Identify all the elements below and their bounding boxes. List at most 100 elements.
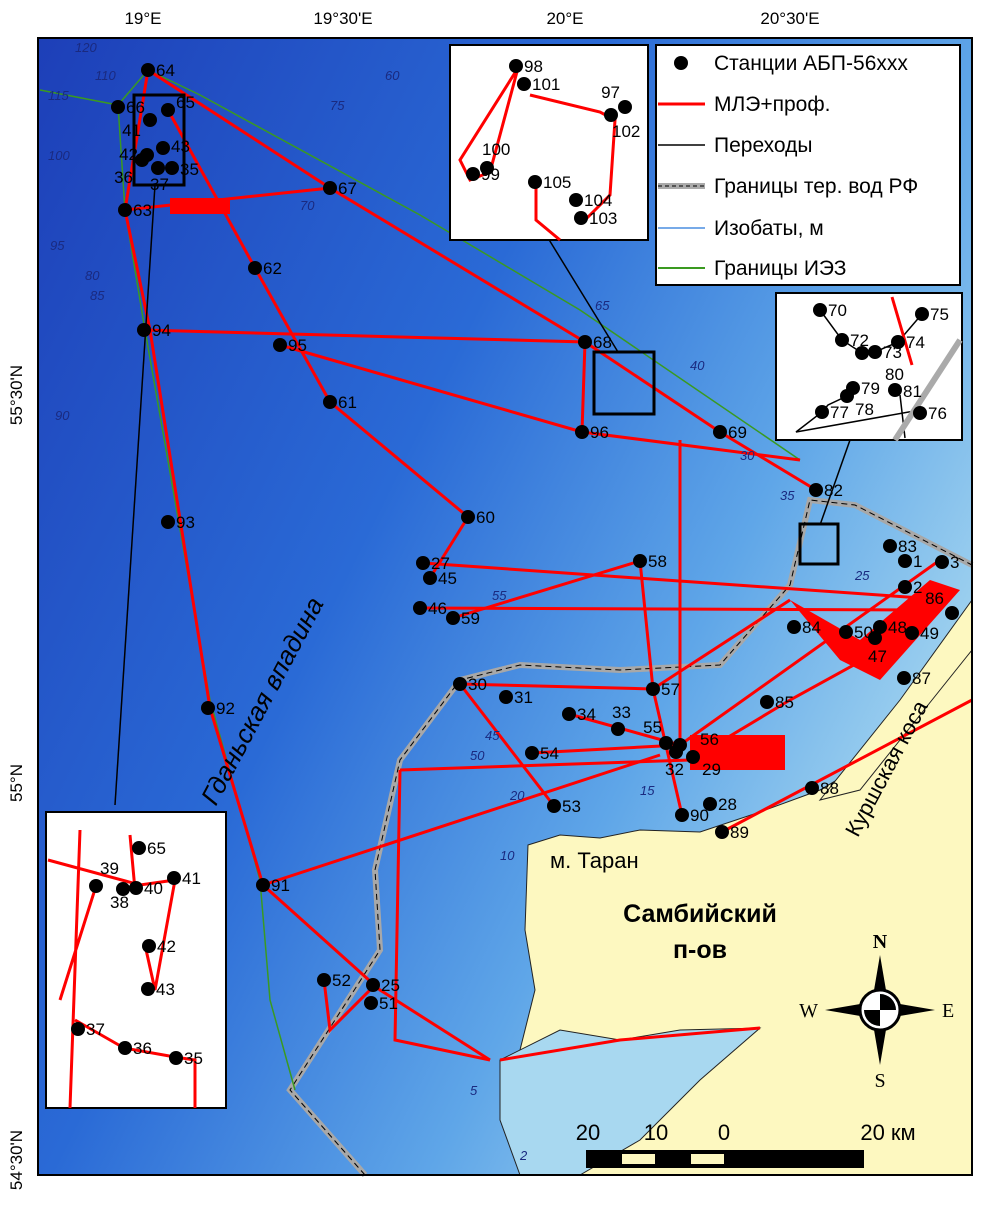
station-marker[interactable] xyxy=(137,323,151,337)
station-marker[interactable] xyxy=(499,690,513,704)
inset-station-label: 105 xyxy=(543,173,571,192)
inset-station-marker[interactable] xyxy=(840,389,854,403)
inset-station-marker[interactable] xyxy=(466,167,480,181)
inset-station-label: 100 xyxy=(482,140,510,159)
station-label: 92 xyxy=(216,699,235,718)
station-marker[interactable] xyxy=(525,746,539,760)
station-marker[interactable] xyxy=(256,878,270,892)
station-marker[interactable] xyxy=(323,395,337,409)
station-marker[interactable] xyxy=(659,736,673,750)
inset-station-marker[interactable] xyxy=(167,871,181,885)
inset-frame-marker xyxy=(592,350,656,416)
inset-station-marker[interactable] xyxy=(141,982,155,996)
inset-station-marker[interactable] xyxy=(517,77,531,91)
inset-station-marker[interactable] xyxy=(618,100,632,114)
station-marker[interactable] xyxy=(883,539,897,553)
inset-station-marker[interactable] xyxy=(913,406,927,420)
station-marker[interactable] xyxy=(547,799,561,813)
station-marker[interactable] xyxy=(760,695,774,709)
station-marker[interactable] xyxy=(201,701,215,715)
inset-station-marker[interactable] xyxy=(129,881,143,895)
inset-station-marker[interactable] xyxy=(509,59,523,73)
station-marker[interactable] xyxy=(633,554,647,568)
station-marker[interactable] xyxy=(898,580,912,594)
inset-station-marker[interactable] xyxy=(169,1051,183,1065)
isobath-label: 35 xyxy=(780,488,795,503)
station-marker[interactable] xyxy=(669,745,683,759)
legend-label: Изобаты, м xyxy=(714,217,824,240)
station-marker[interactable] xyxy=(578,335,592,349)
station-label: 82 xyxy=(824,481,843,500)
station-marker[interactable] xyxy=(156,141,170,155)
inset-station-marker[interactable] xyxy=(142,939,156,953)
inset-station-marker[interactable] xyxy=(915,307,929,321)
inset-station-label: 101 xyxy=(532,75,560,94)
station-marker[interactable] xyxy=(809,483,823,497)
station-marker[interactable] xyxy=(416,556,430,570)
inset-station-marker[interactable] xyxy=(118,1041,132,1055)
inset-station-marker[interactable] xyxy=(89,879,103,893)
station-label: 43 xyxy=(171,137,190,156)
isobath-label: 60 xyxy=(385,68,400,83)
inset-station-marker[interactable] xyxy=(891,335,905,349)
inset-station-label: 80 xyxy=(885,365,904,384)
station-marker[interactable] xyxy=(461,510,475,524)
inset-station-marker[interactable] xyxy=(569,193,583,207)
station-marker[interactable] xyxy=(413,601,427,615)
station-marker[interactable] xyxy=(446,611,460,625)
inset-station-marker[interactable] xyxy=(813,303,827,317)
station-marker[interactable] xyxy=(713,425,727,439)
station-marker[interactable] xyxy=(317,973,331,987)
station-marker[interactable] xyxy=(873,620,887,634)
station-marker[interactable] xyxy=(675,808,689,822)
station-marker[interactable] xyxy=(898,554,912,568)
survey-track xyxy=(419,606,931,612)
station-marker[interactable] xyxy=(787,620,801,634)
inset-station-marker[interactable] xyxy=(480,161,494,175)
inset-station-marker[interactable] xyxy=(116,882,130,896)
inset-station-marker[interactable] xyxy=(132,841,146,855)
station-marker[interactable] xyxy=(323,181,337,195)
scale-bar: 20 10 0 20 км xyxy=(576,1120,916,1168)
inset-station-marker[interactable] xyxy=(888,383,902,397)
inset-station-marker[interactable] xyxy=(528,175,542,189)
station-marker[interactable] xyxy=(161,103,175,117)
inset-station-marker[interactable] xyxy=(604,108,618,122)
station-marker[interactable] xyxy=(366,978,380,992)
station-marker[interactable] xyxy=(165,161,179,175)
inset-station-marker[interactable] xyxy=(71,1022,85,1036)
inset-station-marker[interactable] xyxy=(835,333,849,347)
inset-station-marker[interactable] xyxy=(868,345,882,359)
station-marker[interactable] xyxy=(140,148,154,162)
station-marker[interactable] xyxy=(111,100,125,114)
station-marker[interactable] xyxy=(703,797,717,811)
station-marker[interactable] xyxy=(141,63,155,77)
station-marker[interactable] xyxy=(423,571,437,585)
station-marker[interactable] xyxy=(118,203,132,217)
station-marker[interactable] xyxy=(839,625,853,639)
station-marker[interactable] xyxy=(453,677,467,691)
station-marker[interactable] xyxy=(562,707,576,721)
station-marker[interactable] xyxy=(575,425,589,439)
peninsula-label: п-ов xyxy=(673,936,727,964)
isobath-label: 45 xyxy=(485,728,500,743)
station-marker[interactable] xyxy=(905,626,919,640)
station-marker[interactable] xyxy=(611,722,625,736)
station-marker[interactable] xyxy=(151,161,165,175)
station-marker[interactable] xyxy=(715,825,729,839)
station-marker[interactable] xyxy=(935,555,949,569)
station-marker[interactable] xyxy=(646,682,660,696)
station-marker[interactable] xyxy=(364,996,378,1010)
station-marker[interactable] xyxy=(945,606,959,620)
inset-station-marker[interactable] xyxy=(815,405,829,419)
station-marker[interactable] xyxy=(805,781,819,795)
station-marker[interactable] xyxy=(248,261,262,275)
station-marker[interactable] xyxy=(897,671,911,685)
station-marker[interactable] xyxy=(686,750,700,764)
station-marker[interactable] xyxy=(273,338,287,352)
inset-station-marker[interactable] xyxy=(574,211,588,225)
station-marker[interactable] xyxy=(161,515,175,529)
inset-station-marker[interactable] xyxy=(855,346,869,360)
station-marker[interactable] xyxy=(868,631,882,645)
station-marker[interactable] xyxy=(143,113,157,127)
